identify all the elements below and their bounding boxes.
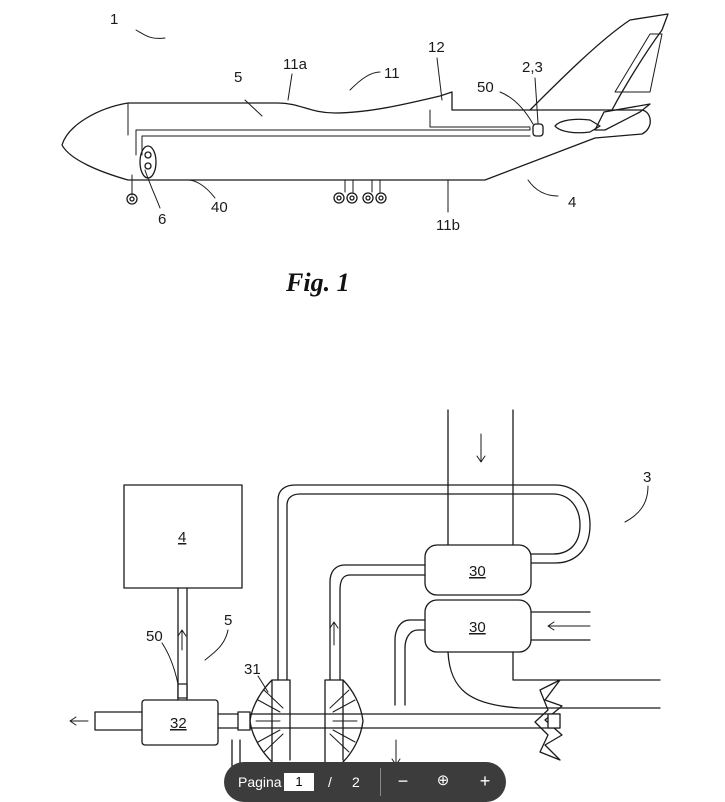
- label-12: 12: [428, 39, 445, 56]
- unit-6-port-top: [144, 151, 152, 159]
- pdf-viewer-toolbar: Pagina 1 / 2 − ⊕ +: [224, 762, 506, 802]
- leader-5b: [204, 629, 229, 661]
- outlet-duct: [447, 651, 661, 709]
- exhaust-pipe: [94, 711, 143, 731]
- figure-1-caption: Fig. 1: [285, 268, 350, 297]
- tail-engine: [554, 118, 601, 134]
- main-gear: [333, 179, 387, 204]
- leader-11: [349, 71, 381, 91]
- page-number-input[interactable]: 1: [284, 773, 314, 791]
- leader-50b: [161, 642, 179, 685]
- pipe-lower-30: [394, 619, 426, 706]
- leader-6: [144, 169, 161, 209]
- label-11: 11: [384, 65, 400, 82]
- loop-pipe-inner: [286, 493, 581, 681]
- box-30-lower: [424, 599, 532, 653]
- zoom-in-button[interactable]: +: [479, 771, 491, 791]
- leader-50: [499, 91, 534, 125]
- leader-1: [135, 29, 166, 39]
- leader-31: [257, 675, 269, 693]
- turbine-blades: [329, 689, 358, 753]
- loop-pipe-outer: [277, 484, 591, 681]
- vertical-tail: [529, 13, 669, 111]
- pipe-arrow-up: [177, 629, 187, 651]
- inlet-duct: [447, 409, 514, 546]
- label-40: 40: [211, 199, 228, 216]
- horizontal-stabilizer: [594, 103, 651, 131]
- ram-air-arrow: [547, 621, 591, 631]
- box-4: [123, 484, 243, 589]
- inlet-arrow: [476, 433, 486, 463]
- box-4-label: 4: [178, 529, 186, 546]
- pipe-4-to-32: [177, 587, 188, 701]
- label-31: 31: [244, 661, 261, 678]
- tail-inner-line: [614, 33, 663, 93]
- leader-11a: [287, 73, 293, 101]
- label-11b: 11b: [436, 217, 460, 234]
- box-32-label: 32: [170, 715, 187, 732]
- box-32: [141, 699, 219, 746]
- label-50: 50: [477, 79, 494, 96]
- valve-50: [177, 683, 188, 699]
- toolbar-divider: [380, 768, 381, 796]
- label-6: 6: [158, 211, 166, 228]
- leader-3: [624, 485, 649, 523]
- leader-12: [436, 57, 443, 101]
- air-duct: [135, 127, 531, 156]
- shaft-coupling: [237, 711, 251, 731]
- aircraft-fuselage: [61, 91, 651, 181]
- aircraft-figure: 1 5 11a 11 12 50 2,3 6 40 11b 4 Fig. 1: [61, 11, 669, 297]
- leader-40: [187, 179, 216, 199]
- main-shaft: [217, 713, 561, 729]
- box-30-lower-label: 30: [469, 619, 486, 636]
- label-5: 5: [234, 69, 242, 86]
- box-30-upper-label: 30: [469, 563, 486, 580]
- label-1: 1: [110, 11, 118, 28]
- turbine: [324, 679, 364, 763]
- unit-6-port-bottom: [144, 162, 152, 170]
- zoom-out-button[interactable]: −: [397, 771, 409, 791]
- ram-air-duct: [530, 611, 591, 641]
- zoom-icon[interactable]: ⊕: [436, 772, 450, 789]
- leader-2-3: [534, 77, 539, 124]
- label-3: 3: [643, 469, 651, 486]
- fan-rotor: [534, 679, 563, 761]
- compressor-blades: [255, 689, 284, 753]
- nose-gear: [126, 174, 138, 205]
- box-30-upper: [424, 544, 532, 596]
- leader-5: [244, 99, 263, 117]
- label-50-fig2: 50: [146, 628, 163, 645]
- label-4: 4: [568, 194, 576, 211]
- leader-4: [527, 179, 559, 197]
- exhaust-arrow: [69, 716, 89, 726]
- unit-6-left: [139, 145, 157, 179]
- pipe-30-to-turbine: [329, 564, 426, 681]
- pipe-arrow-up-2: [329, 621, 339, 646]
- page-separator: /: [328, 774, 332, 790]
- fan-hub: [547, 713, 561, 729]
- total-pages: 2: [352, 774, 360, 790]
- label-11a: 11a: [283, 56, 308, 73]
- label-2-3: 2,3: [522, 59, 543, 76]
- page-label: Pagina: [238, 774, 282, 790]
- unit-2-3: [532, 123, 544, 137]
- label-5-fig2: 5: [224, 612, 232, 629]
- tank-duct: [429, 109, 531, 128]
- system-figure: 4 32 30 30: [69, 409, 661, 787]
